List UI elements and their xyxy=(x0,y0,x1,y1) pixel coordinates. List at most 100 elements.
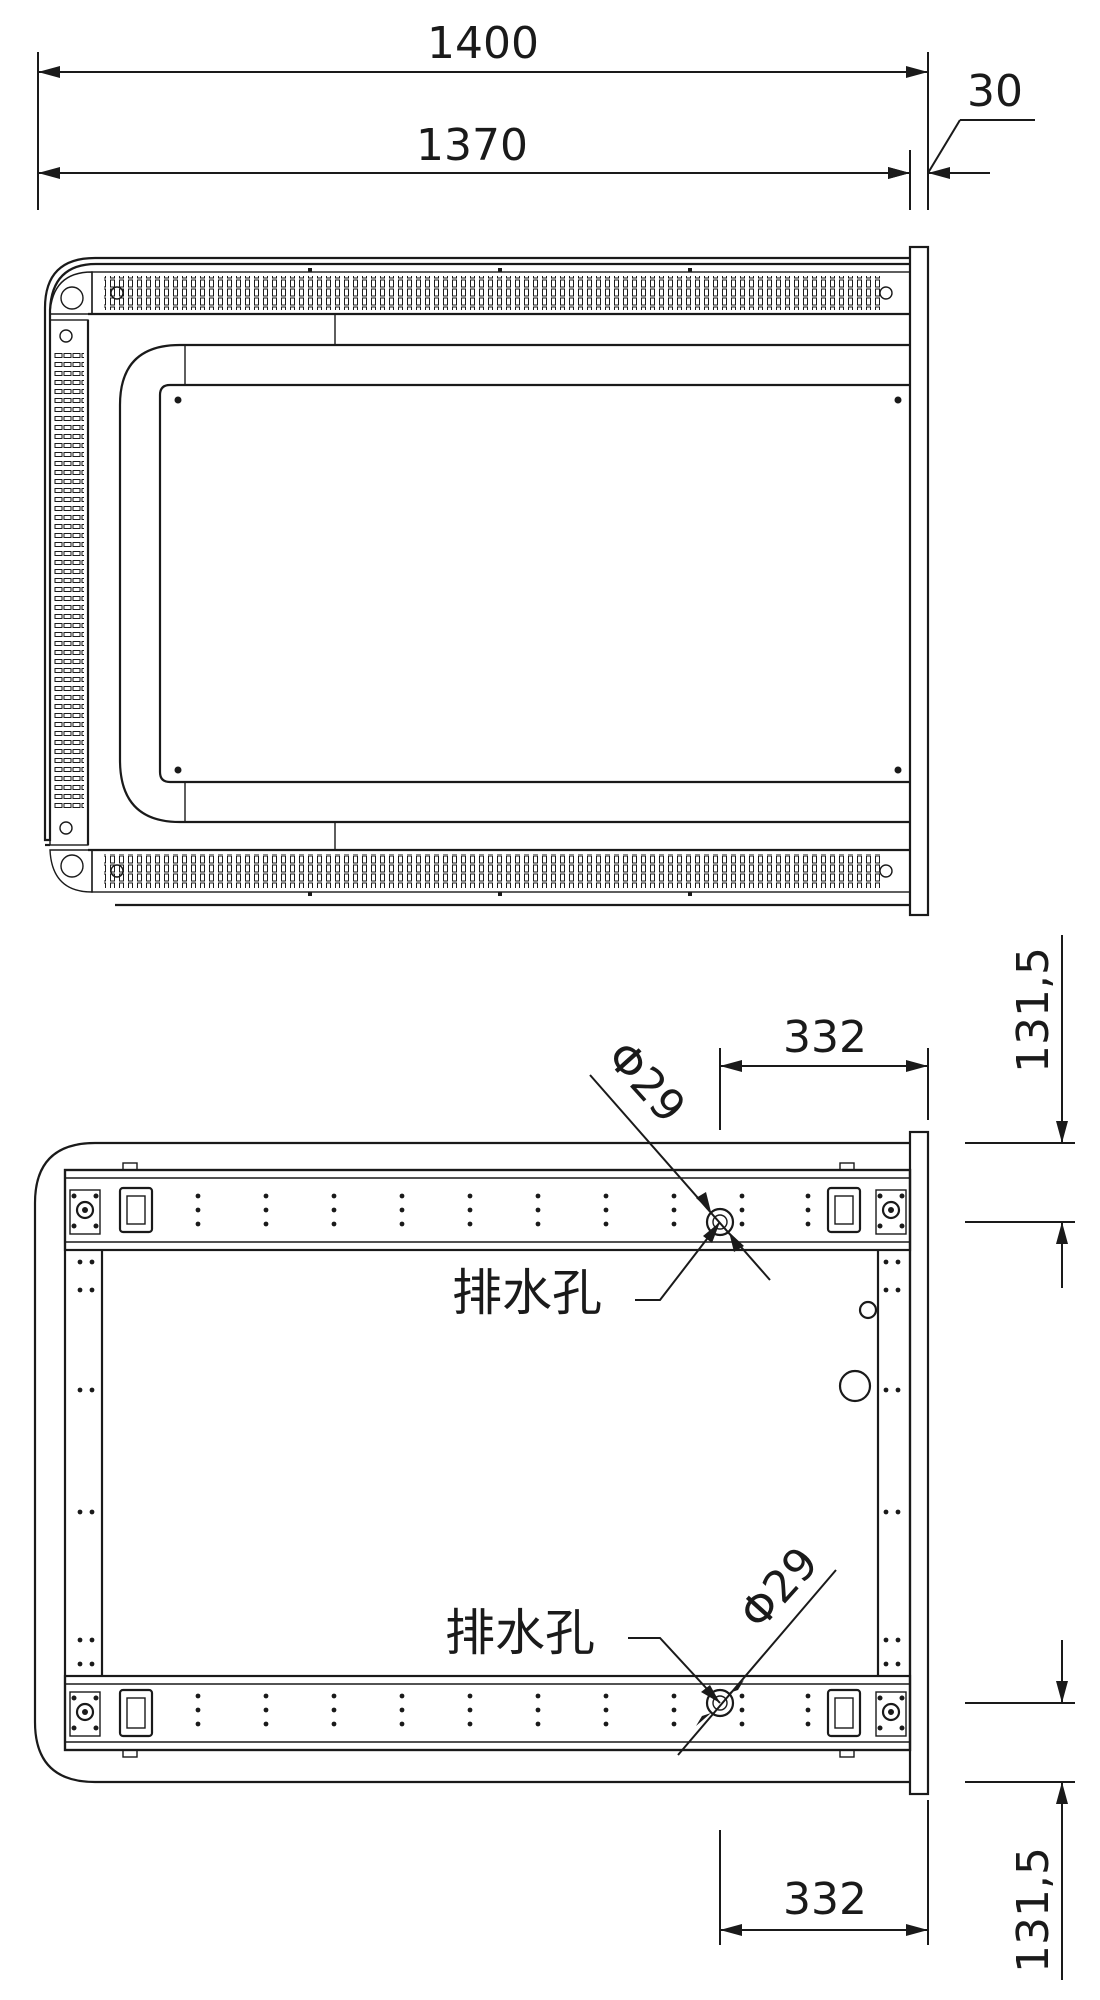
rivet-dot xyxy=(195,1221,201,1227)
rivet-dot xyxy=(895,1661,901,1667)
bottom-view xyxy=(33,1130,930,1796)
rivet-dot xyxy=(671,1707,677,1713)
dim-inner-width: 1370 xyxy=(416,120,528,171)
dim-offset-y-bottom: 131,5 xyxy=(1008,1847,1059,1973)
small-opening xyxy=(858,1300,878,1320)
rivet-dot xyxy=(77,1509,83,1515)
rivet-dot xyxy=(195,1707,201,1713)
rivet-dot xyxy=(399,1707,405,1713)
rivet-dot xyxy=(399,1207,405,1213)
rivet-dot xyxy=(77,1259,83,1265)
rivet-dot xyxy=(739,1721,745,1727)
rivet-dot xyxy=(535,1721,541,1727)
rivet-dot xyxy=(263,1707,269,1713)
bottom-wall-plate xyxy=(908,1130,930,1796)
dim-offset-x-bottom: 332 xyxy=(783,1874,867,1925)
bottom-grille-pattern xyxy=(104,854,880,888)
rivet-dot xyxy=(399,1721,405,1727)
rivet-dot xyxy=(195,1193,201,1199)
rivet-dot xyxy=(89,1661,95,1667)
corner-foot-tr xyxy=(875,1189,907,1235)
rivet-dot xyxy=(399,1221,405,1227)
rivet-dot xyxy=(263,1721,269,1727)
rivet-dot xyxy=(263,1193,269,1199)
drain-hole-top xyxy=(705,1207,735,1237)
rivet-dot xyxy=(89,1387,95,1393)
dim-offset-y-top: 131,5 xyxy=(1008,947,1059,1073)
rivet-dot xyxy=(263,1207,269,1213)
corner-foot-br xyxy=(875,1691,907,1737)
rivet-dot xyxy=(883,1259,889,1265)
rivet-dot xyxy=(331,1693,337,1699)
rivet-dot xyxy=(805,1193,811,1199)
rivet-dot xyxy=(467,1693,473,1699)
rivet-dot xyxy=(895,1509,901,1515)
rivet-dot xyxy=(535,1693,541,1699)
drain-hole-bottom xyxy=(705,1688,735,1718)
rivet-dot xyxy=(467,1221,473,1227)
rivet-dot xyxy=(331,1207,337,1213)
drain-label-top: 排水孔 xyxy=(452,1264,602,1322)
rivet-dot xyxy=(883,1287,889,1293)
rivet-dot xyxy=(883,1661,889,1667)
rivet-dot xyxy=(883,1637,889,1643)
rivet-dot xyxy=(467,1207,473,1213)
hole-diameter-bottom: Φ29 xyxy=(730,1538,829,1639)
rivet-dot xyxy=(883,1509,889,1515)
rivet-dot xyxy=(603,1207,609,1213)
rivet-dot xyxy=(805,1221,811,1227)
rivet-dot xyxy=(195,1207,201,1213)
rivet-dot xyxy=(603,1707,609,1713)
rivet-dot xyxy=(671,1693,677,1699)
rivet-dot xyxy=(467,1721,473,1727)
rivet-dot xyxy=(77,1637,83,1643)
top-view xyxy=(43,245,930,917)
top-dimensions: 1400 1370 30 xyxy=(37,18,1035,210)
rivet-dot xyxy=(535,1207,541,1213)
rivet-dot xyxy=(805,1693,811,1699)
hole-diameter-top: Φ29 xyxy=(597,1032,696,1133)
rivet-dot xyxy=(535,1193,541,1199)
top-wall-plate xyxy=(908,245,930,917)
rivet-dot xyxy=(805,1207,811,1213)
rivet-dot xyxy=(77,1661,83,1667)
rivet-dot xyxy=(263,1693,269,1699)
rivet-dot xyxy=(895,1637,901,1643)
left-grille-pattern xyxy=(54,350,84,812)
rivet-dot xyxy=(331,1721,337,1727)
rivet-dot xyxy=(805,1721,811,1727)
rivet-dot xyxy=(671,1193,677,1199)
rivet-dot xyxy=(331,1707,337,1713)
rivet-dot xyxy=(739,1707,745,1713)
rivet-dot xyxy=(535,1707,541,1713)
rivet-dot xyxy=(739,1221,745,1227)
rivet-dot xyxy=(739,1193,745,1199)
rivet-dot xyxy=(89,1509,95,1515)
rivet-dot xyxy=(263,1221,269,1227)
rivet-dot xyxy=(77,1387,83,1393)
bottom-dimensions: 332 131,5 131,5 332 Φ29 Φ29 xyxy=(445,935,1075,1980)
rivet-dot xyxy=(331,1193,337,1199)
rivet-dot xyxy=(883,1387,889,1393)
rivet-dot xyxy=(895,1287,901,1293)
rivet-dot xyxy=(467,1193,473,1199)
rivet-dot xyxy=(603,1221,609,1227)
dim-offset-x-top: 332 xyxy=(783,1012,867,1063)
drain-label-bottom: 排水孔 xyxy=(445,1604,595,1662)
rivet-dot xyxy=(671,1721,677,1727)
rivet-dots xyxy=(77,1193,901,1727)
dim-edge-width: 30 xyxy=(967,66,1023,117)
top-grille-pattern xyxy=(104,276,880,310)
rivet-dot xyxy=(671,1207,677,1213)
rivet-dot xyxy=(895,1387,901,1393)
rivet-dot xyxy=(739,1693,745,1699)
rivet-dot xyxy=(89,1259,95,1265)
large-opening xyxy=(838,1369,872,1403)
rivet-dot xyxy=(535,1221,541,1227)
rivet-dot xyxy=(895,1259,901,1265)
rivet-dot xyxy=(77,1287,83,1293)
rivet-dot xyxy=(195,1721,201,1727)
dim-overall-width: 1400 xyxy=(427,18,539,69)
rivet-dot xyxy=(603,1193,609,1199)
